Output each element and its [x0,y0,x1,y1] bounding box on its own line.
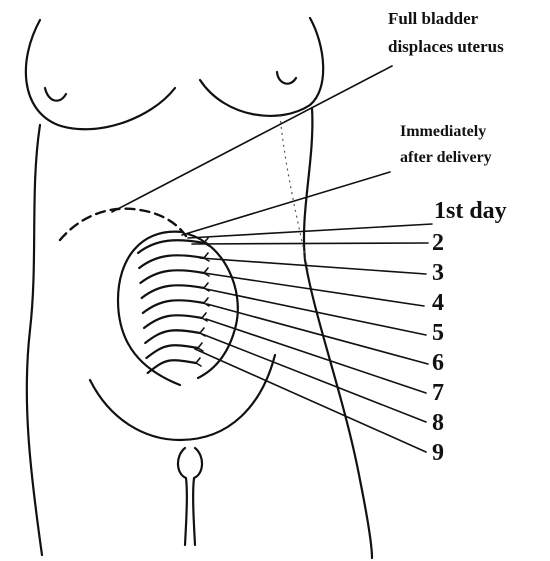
fundal-arc-day-4 [142,285,204,298]
fundal-tick-day-3 [204,268,209,276]
leader-day-7 [206,319,426,393]
label-day-7: 7 [432,380,444,406]
left-nipple [45,88,66,101]
leader-full-bladder [112,66,392,212]
leader-immediately-after-delivery [182,172,390,235]
label-day-3: 3 [432,260,444,286]
leader-day-9 [195,349,426,452]
leader-day-2 [192,243,428,244]
fundal-arc-day-8 [146,345,198,358]
pubic-curve [90,355,275,440]
right-breast [200,18,323,116]
fundal-arc-day-6 [144,315,202,328]
fundal-height-arcs [138,238,209,373]
fundal-arc-day-7 [145,330,200,343]
right-nipple [277,72,296,84]
fundal-tick-day-2 [204,253,209,261]
label-day-5: 5 [432,320,444,346]
label-immediately-line1: Immediately [400,123,486,140]
fundal-arc-day-2 [139,255,204,268]
leader-lines [112,66,432,452]
label-day-6: 6 [432,350,444,376]
fundal-arc-day-3 [140,270,204,283]
label-day-2: 2 [432,230,444,256]
left-breast [26,20,175,129]
label-day-8: 8 [432,410,444,436]
fundal-arc-day-5 [143,300,204,313]
displaced-uterus-outline [60,209,186,240]
label-day-9: 9 [432,440,444,466]
label-day-4: 4 [432,290,444,316]
leader-day-1 [188,224,432,238]
fundal-tick-day-9 [196,358,201,366]
label-immediately-line2: after delivery [400,149,492,166]
label-full-bladder-line1: Full bladder [388,9,479,28]
label-full-bladder-line2: displaces uterus [388,37,504,56]
fundal-arc-day-1 [138,240,204,253]
genital-outline [178,448,202,545]
label-day-1: 1st day [434,198,507,224]
left-body-side [27,125,42,555]
leader-day-8 [202,334,426,422]
leader-day-3 [200,258,426,274]
